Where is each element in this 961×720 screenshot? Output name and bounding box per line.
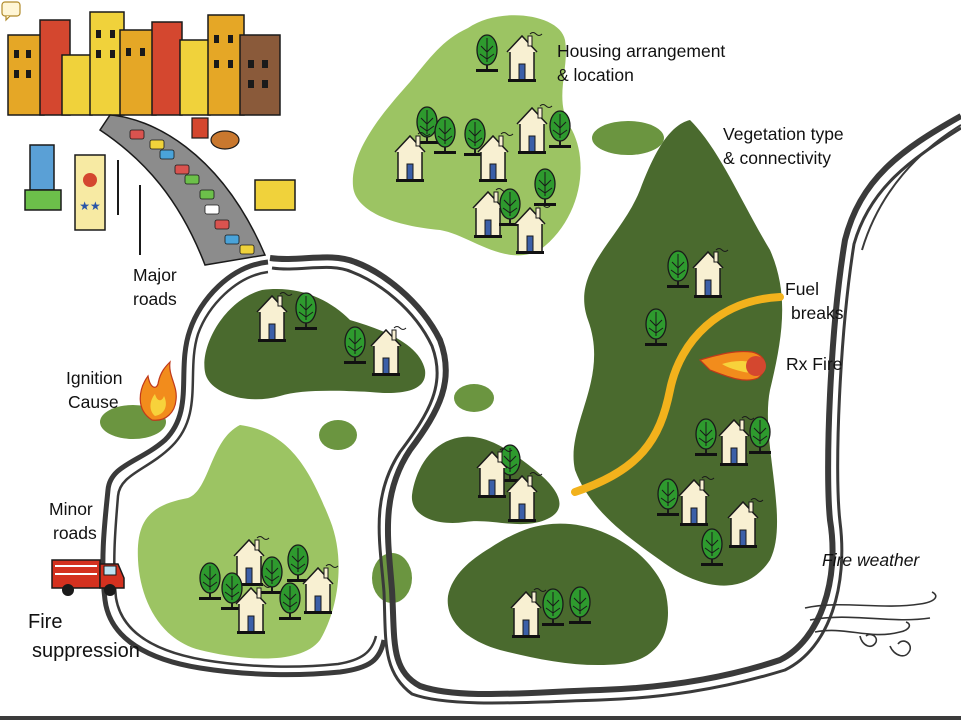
small-patch xyxy=(592,121,664,155)
housing-label: Housing arrangement & location xyxy=(557,39,725,87)
ignition-label-line1: Ignition xyxy=(66,368,123,388)
flame-icon xyxy=(139,360,177,421)
wind-icon xyxy=(804,591,937,657)
billboard-icon: ★★ xyxy=(24,117,296,231)
bottom-rule xyxy=(0,716,961,720)
minor-roads-label-line2: roads xyxy=(53,523,97,543)
fire-suppression-label-line1: Fire xyxy=(28,611,63,633)
minor-road-loop-inner xyxy=(113,270,378,668)
housing-label-line1: Housing arrangement xyxy=(557,41,726,61)
fuel-breaks-label-line2: breaks xyxy=(791,303,844,323)
vegetation-label: Vegetation type & connectivity xyxy=(723,122,844,170)
minor-roads-label: Minor roads xyxy=(49,497,97,545)
minor-road-inner xyxy=(271,126,961,705)
southwest-patch xyxy=(137,425,339,659)
ignition-label: Ignition Cause xyxy=(66,366,122,414)
fire-weather-boundary xyxy=(861,124,961,251)
rx-fire-label: Rx Fire xyxy=(786,354,843,374)
fire-weather-label: Fire weather xyxy=(822,550,920,570)
svg-text:★★: ★★ xyxy=(79,199,101,213)
fire-suppression-label: Fire suppression xyxy=(28,608,140,666)
fire-truck-icon xyxy=(51,559,125,596)
comment-icon[interactable] xyxy=(1,1,21,22)
minor-road-outer xyxy=(269,113,961,698)
minor-road-loop xyxy=(100,259,387,678)
major-roads-label-line1: Major xyxy=(133,265,177,285)
rx-fire-icon xyxy=(698,350,766,381)
fuel-breaks-label-line1: Fuel xyxy=(785,279,820,299)
ignition-label-line2: Cause xyxy=(68,392,119,412)
highway-traffic-icon xyxy=(98,114,267,266)
small-patch xyxy=(319,420,357,450)
fire-suppression-label-line2: suppression xyxy=(32,640,140,662)
minor-roads-label-line1: Minor xyxy=(49,499,93,519)
small-patch xyxy=(454,384,494,412)
vegetation-label-line2: & connectivity xyxy=(723,148,831,168)
city-skyline-icon xyxy=(7,11,281,116)
fuel-breaks-label: Fuel breaks xyxy=(785,277,844,325)
fuel-break-line xyxy=(571,293,784,496)
vegetation-label-line1: Vegetation type xyxy=(723,124,844,144)
major-roads-label: Major roads xyxy=(133,263,177,311)
housing-label-line2: & location xyxy=(557,65,634,85)
major-roads-label-line2: roads xyxy=(133,289,177,309)
